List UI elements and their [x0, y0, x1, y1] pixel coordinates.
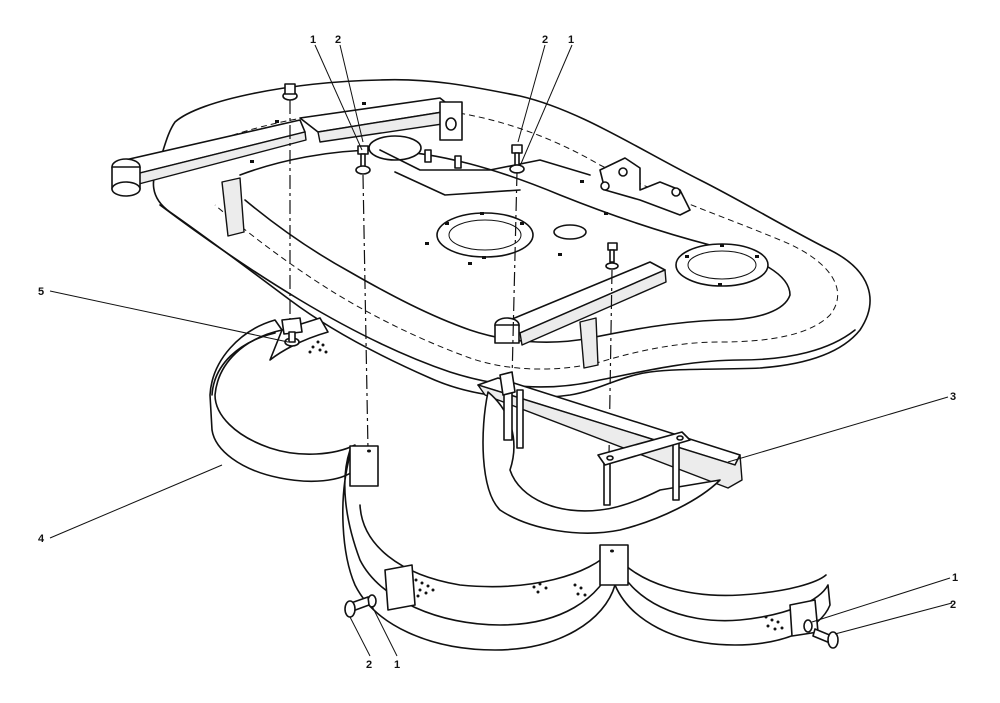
deflector-post-right-2 [672, 439, 680, 501]
deflector-top-plate [597, 431, 691, 466]
spindle-opening-right [675, 243, 769, 287]
top-right-bolt-shank [514, 152, 520, 166]
top-right-bolt-head [511, 144, 523, 154]
top-left-nut [284, 83, 296, 95]
deck-channel [379, 149, 591, 176]
callout-5: 5 [38, 286, 44, 298]
rear-hitch-hole-3 [600, 181, 610, 191]
deflector-bar [477, 371, 743, 534]
rear-hitch-hole-1 [618, 167, 628, 177]
right-arm-bracket [579, 317, 599, 369]
baffle-texture [308, 340, 784, 631]
callout-1-top-left: 1 [310, 34, 316, 46]
right-arm-bolt-shank [609, 249, 615, 263]
top-left-bolt-washer [355, 165, 371, 175]
callout-3: 3 [950, 391, 956, 403]
callout-1-bottom-left: 1 [394, 659, 400, 671]
part-5-tab [281, 317, 303, 347]
callout-2-top-right: 2 [542, 34, 548, 46]
callout-2-top-left: 2 [335, 34, 341, 46]
upper-cross-block-hole [445, 117, 457, 131]
baffle-center-lobe [342, 449, 616, 651]
spindle-opening-center-inner [448, 219, 522, 251]
deck-stud-1 [424, 149, 432, 163]
leader-lines [49, 44, 953, 657]
baffle-left-lobe [209, 319, 356, 483]
right-arm-bolt-washer [605, 262, 619, 270]
baffle-right-lobe [614, 559, 831, 646]
bottom-right-washer [803, 619, 813, 633]
baffle-post-left [349, 445, 379, 487]
spindle-opening-left [368, 135, 422, 161]
baffle-band-right-top [614, 554, 827, 597]
mower-deck [111, 78, 871, 399]
deflector-shroud [482, 391, 721, 534]
bottom-right-bolt-head [827, 631, 839, 649]
deck-channel-2 [394, 171, 521, 196]
callout-2-bottom-right: 2 [950, 599, 956, 611]
bottom-hardware [344, 594, 839, 649]
spindle-opening-right-inner [687, 250, 757, 280]
bottom-left-bolt-head [344, 600, 356, 618]
baffle-post-right [599, 544, 629, 586]
left-front-pivot-bottom [111, 181, 141, 197]
baffle-bracket-left [384, 564, 416, 611]
right-arm-pivot-body [494, 324, 520, 344]
callout-1-bottom-right: 1 [952, 572, 958, 584]
deflector-post-left-2 [516, 389, 524, 449]
callout-1-top-right: 1 [568, 34, 574, 46]
right-arm-bolt-head [607, 242, 618, 251]
deflector-bracket [499, 371, 516, 396]
top-right-bolt-washer [509, 164, 525, 174]
deck-stud-2 [454, 155, 462, 169]
callout-2-bottom-left: 2 [366, 659, 372, 671]
left-front-bracket [221, 177, 245, 237]
baffle-ring [209, 317, 831, 651]
baffle-tab [281, 317, 303, 335]
right-arm-side [519, 269, 667, 346]
callout-4: 4 [38, 533, 45, 545]
deflector-post-left [503, 391, 513, 441]
deck-bolt-holes [200, 102, 759, 286]
baffle-band-center-top [359, 504, 613, 588]
callout-labels: 1 2 2 1 5 3 4 1 2 2 1 [38, 34, 958, 671]
deck-small-hole [553, 224, 587, 240]
deck-hardware [282, 83, 619, 270]
rear-hitch-hole-2 [671, 187, 681, 197]
baffle-tab-stud [288, 331, 296, 343]
top-left-bolt-head [357, 145, 369, 155]
